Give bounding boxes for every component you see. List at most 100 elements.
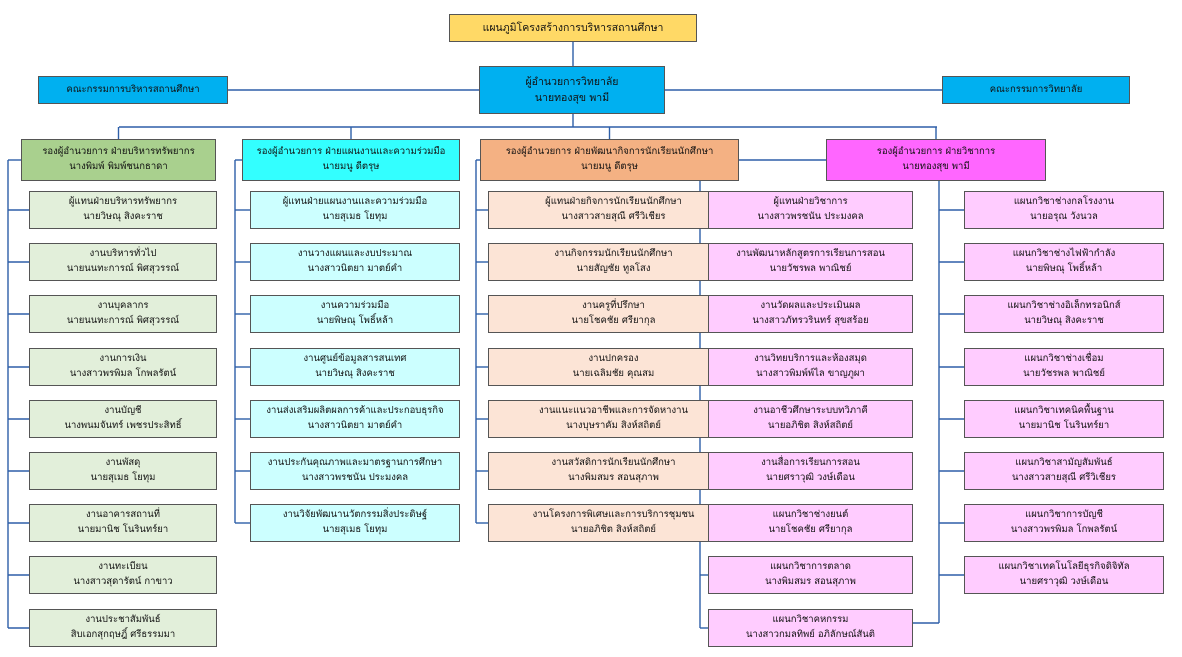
unit-box-person: นายศราวุฒิ วงษ์เดือน <box>766 472 855 483</box>
unit-box: งานการเงินนางสาวพรพิมล โกพลรัตน์ <box>29 348 217 386</box>
director-box: ผู้อำนวยการวิทยาลัย นายทองสุข พามี <box>479 66 665 114</box>
unit-box-person: นางสาวกมลทิพย์ อภิลักษณ์สันติ <box>746 629 875 640</box>
unit-box-title: งานโครงการพิเศษและการบริการชุมชน <box>532 509 695 521</box>
unit-box-person: นายโชคชัย ศรียากุล <box>571 315 656 326</box>
department-box: แผนกวิชาเทคนิคพื้นฐานนายมานิช โนรินทร์ยา <box>964 400 1164 438</box>
unit-box-person: นางสาวภัทรวรินทร์ สุขสร้อย <box>752 315 869 326</box>
unit-box-person: นายโชคชัย ศรียากุล <box>768 524 853 535</box>
unit-box: งานวัดผลและประเมินผลนางสาวภัทรวรินทร์ สุ… <box>708 295 913 333</box>
unit-box-title: งานกิจกรรมนักเรียนนักศึกษา <box>554 248 673 260</box>
unit-box: ผู้แทนฝ่ายกิจการนักเรียนนักศึกษานางสาวสา… <box>488 191 739 229</box>
unit-box-person: นางพิมสมร สอนสุภาพ <box>765 576 856 587</box>
division-head-1-person: นางพิมพ์ พิมพ์ชนกธาดา <box>69 161 168 172</box>
unit-box-person: นายอภิชิต สิงห์สถิตย์ <box>571 524 656 535</box>
unit-box-title: งานประกันคุณภาพและมาตรฐานการศึกษา <box>267 457 443 469</box>
unit-box: ผู้แทนฝ่ายวิชาการนางสาวพรชนัน ประมงคล <box>708 191 913 229</box>
unit-box-title: งานความร่วมมือ <box>320 300 390 312</box>
unit-box-title: แผนกวิชาช่างยนต์ <box>772 509 849 521</box>
unit-box: งานอาคารสถานที่นายมานิช โนรินทร์ยา <box>29 504 217 542</box>
division-head-3-person: นายมนู ดีตรุษ <box>581 161 638 172</box>
unit-box-title: งานพัสดุ <box>105 457 141 469</box>
department-box-title: แผนกวิชาช่างอิเล็กทรอนิกส์ <box>1007 300 1121 312</box>
unit-box-title: งานครูที่ปรึกษา <box>582 300 645 312</box>
unit-box-title: ผู้แทนฝ่ายกิจการนักเรียนนักศึกษา <box>545 196 682 208</box>
unit-box: งานสวัสดิการนักเรียนนักศึกษานางพิมสมร สอ… <box>488 452 739 490</box>
department-box-title: แผนกวิชาสามัญสัมพันธ์ <box>1015 457 1113 469</box>
unit-box-person: นายอภิชิต สิงห์สถิตย์ <box>768 420 853 431</box>
department-box: แผนกวิชาสามัญสัมพันธ์นางสาวสายสุณี ศรีวิ… <box>964 452 1164 490</box>
unit-box-title: งานพัฒนาหลักสูตรการเรียนการสอน <box>736 248 885 260</box>
department-box-person: นายวัชรพล พาณิชย์ <box>1023 368 1105 379</box>
division-head-3-title: รองผู้อำนวยการ ฝ่ายพัฒนากิจการนักเรียนนั… <box>505 146 714 158</box>
unit-box-title: งานวิทยบริการและห้องสมุด <box>754 353 867 365</box>
unit-box-person: นางสาวพิมพ์พ์ไล ขาญภูผา <box>756 368 865 379</box>
unit-box: แผนกวิชาการตลาดนางพิมสมร สอนสุภาพ <box>708 556 913 594</box>
unit-box-title: งานวิจัยพัฒนานวัตกรรมสิ่งประดิษฐ์ <box>282 509 428 521</box>
unit-box: งานปกครองนายเฉลิมชัย คุณสม <box>488 348 739 386</box>
unit-box: งานความร่วมมือนายพิษณุ โพธิ์หล้า <box>250 295 460 333</box>
chart-title-text: แผนภูมิโครงสร้างการบริหารสถานศึกษา <box>482 21 664 34</box>
department-box: แผนกวิชาช่างกลโรงงานนายอรุณ วังนวล <box>964 191 1164 229</box>
committee-left-label: คณะกรรมการบริหารสถานศึกษา <box>66 83 200 95</box>
unit-box-person: นางสาวพรชนัน ประมงคล <box>757 211 864 222</box>
unit-box: ผู้แทนฝ่ายแผนงานและความร่วมมือนายสุเมธ โ… <box>250 191 460 229</box>
director-name: นายทองสุข พามี <box>534 92 610 104</box>
unit-box-title: งานส่งเสริมผลิตผลการค้าและประกอบธุรกิจ <box>266 405 444 417</box>
department-box-person: นางสาวสายสุณี ศรีวิเชียร <box>1011 472 1117 483</box>
committee-right-box: คณะกรรมการวิทยาลัย <box>942 76 1130 104</box>
unit-box-title: งานบริหารทั่วไป <box>89 248 157 260</box>
unit-box: งานบริหารทั่วไปนายนนทะการณ์ พิศสุวรรณ์ <box>29 243 217 281</box>
unit-box-title: งานบุคลากร <box>97 300 149 312</box>
division-head-3: รองผู้อำนวยการ ฝ่ายพัฒนากิจการนักเรียนนั… <box>480 139 739 181</box>
unit-box: งานส่งเสริมผลิตผลการค้าและประกอบธุรกิจนา… <box>250 400 460 438</box>
unit-box-person: นายเฉลิมชัย คุณสม <box>572 368 655 379</box>
unit-box: งานครูที่ปรึกษานายโชคชัย ศรียากุล <box>488 295 739 333</box>
division-head-4: รองผู้อำนวยการ ฝ่ายวิชาการนายทองสุข พามี <box>826 139 1046 181</box>
unit-box-person: นายสุเมธ โยทุม <box>322 524 388 535</box>
director-role: ผู้อำนวยการวิทยาลัย <box>525 75 619 88</box>
unit-box-title: งานวางแผนและงบประมาณ <box>297 248 413 260</box>
unit-box: งานทะเบียนนางสาวสุดารัตน์ กาขาว <box>29 556 217 594</box>
unit-box: งานกิจกรรมนักเรียนนักศึกษานายสัญชัย ทูลโ… <box>488 243 739 281</box>
division-head-2-person: นายมนู ดีตรุษ <box>322 161 380 172</box>
unit-box: งานอาชีวศึกษาระบบทวิภาคีนายอภิชิต สิงห์ส… <box>708 400 913 438</box>
department-box-person: นายอรุณ วังนวล <box>1030 211 1098 222</box>
unit-box: งานบัญชีนางพนมจันทร์ เพชรประสิทธิ์ <box>29 400 217 438</box>
unit-box: แผนกวิชาคหกรรมนางสาวกมลทิพย์ อภิลักษณ์สั… <box>708 609 913 647</box>
unit-box-title: งานอาชีวศึกษาระบบทวิภาคี <box>753 405 868 417</box>
division-head-1-title: รองผู้อำนวยการ ฝ่ายบริหารทรัพยากร <box>42 146 195 158</box>
unit-box-person: นายวิษณุ สิงคะราช <box>83 211 163 222</box>
unit-box: งานแนะแนวอาชีพและการจัดหางานนางบุษราคัม … <box>488 400 739 438</box>
unit-box-title: งานประชาสัมพันธ์ <box>85 614 161 626</box>
unit-box-person: นางสาวนิตยา มาตย์คำ <box>307 420 403 431</box>
unit-box-person: นายวิษณุ สิงคะราช <box>315 368 395 379</box>
department-box-title: แผนกวิชาช่างไฟฟ้ากำลัง <box>1012 248 1116 260</box>
unit-box: งานสื่อการเรียนการสอนนายศราวุฒิ วงษ์เดือ… <box>708 452 913 490</box>
unit-box-title: งานการเงิน <box>99 353 147 365</box>
unit-box-title: งานสวัสดิการนักเรียนนักศึกษา <box>551 457 676 469</box>
unit-box-title: งานสื่อการเรียนการสอน <box>761 457 860 469</box>
unit-box-person: นางบุษราคัม สิงห์สถิตย์ <box>566 420 661 431</box>
unit-box: งานบุคลากรนายนนทะการณ์ พิศสุวรรณ์ <box>29 295 217 333</box>
unit-box: งานศูนย์ข้อมูลสารสนเทศนายวิษณุ สิงคะราช <box>250 348 460 386</box>
unit-box: งานวิทยบริการและห้องสมุดนางสาวพิมพ์พ์ไล … <box>708 348 913 386</box>
committee-left-box: คณะกรรมการบริหารสถานศึกษา <box>38 76 228 104</box>
unit-box-title: แผนกวิชาคหกรรม <box>772 614 849 626</box>
unit-box: งานวิจัยพัฒนานวัตกรรมสิ่งประดิษฐ์นายสุเม… <box>250 504 460 542</box>
unit-box-title: ผู้แทนฝ่ายแผนงานและความร่วมมือ <box>282 196 428 208</box>
unit-box-person: นางสาวนิตยา มาตย์คำ <box>307 263 403 274</box>
department-box: แผนกวิชาช่างไฟฟ้ากำลังนายพิษณุ โพธิ์หล้า <box>964 243 1164 281</box>
unit-box: งานพัสดุนายสุเมธ โยทุม <box>29 452 217 490</box>
department-box-person: นางสาวพรพิมล โกพลรัตน์ <box>1010 524 1118 535</box>
department-box-person: นายศราวุฒิ วงษ์เดือน <box>1019 576 1109 587</box>
unit-box: งานวางแผนและงบประมาณนางสาวนิตยา มาตย์คำ <box>250 243 460 281</box>
unit-box-person: นางสาวพรชนัน ประมงคล <box>301 472 409 483</box>
unit-box-title: งานอาคารสถานที่ <box>86 509 160 521</box>
division-head-1: รองผู้อำนวยการ ฝ่ายบริหารทรัพยากรนางพิมพ… <box>21 139 216 181</box>
unit-box-person: นายวัชรพล พาณิชย์ <box>769 263 852 274</box>
division-head-4-title: รองผู้อำนวยการ ฝ่ายวิชาการ <box>876 146 996 158</box>
unit-box-person: สิบเอกสุกฤษฎิ์ ศรีธรรมมา <box>70 629 176 640</box>
unit-box-title: งานทะเบียน <box>98 561 148 573</box>
department-box: แผนกวิชาช่างอิเล็กทรอนิกส์นายวิษณุ สิงคะ… <box>964 295 1164 333</box>
